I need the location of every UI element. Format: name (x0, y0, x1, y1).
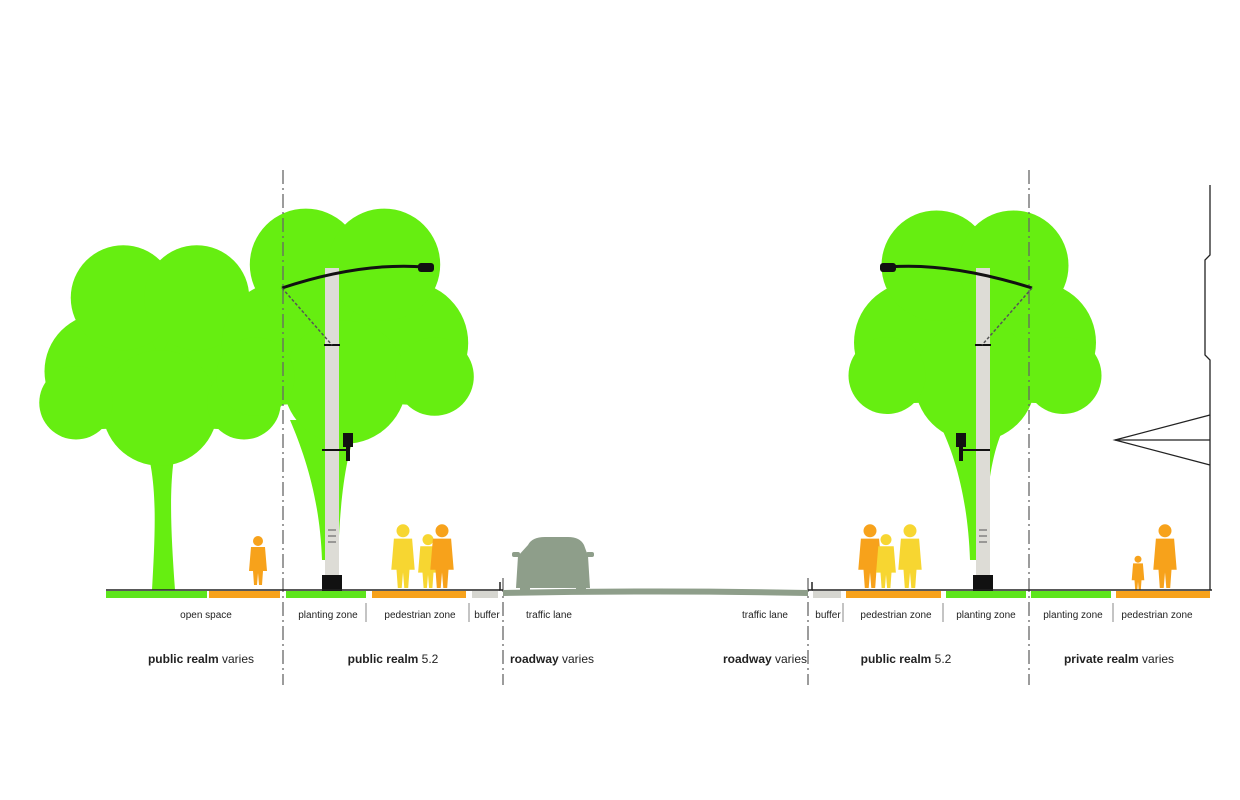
zone-bars (106, 591, 1210, 598)
realm-label: public realm 5.2 (860, 652, 952, 666)
ground-line (106, 582, 1212, 596)
zone-label: buffer (815, 610, 841, 621)
zone-label: pedestrian zone (384, 610, 456, 621)
pedestrian-icon (249, 536, 267, 585)
realm-label: roadway varies (509, 652, 595, 666)
realm-label: public realm varies (147, 652, 255, 666)
pedestrian-group-left (391, 524, 454, 588)
realm-label: private realm varies (1063, 652, 1175, 666)
roadway-surface (503, 588, 808, 596)
zone-label: planting zone (298, 610, 358, 621)
realm-label: public realm 5.2 (347, 652, 439, 666)
pedestrian-group-right (858, 524, 922, 588)
zone-label: pedestrian zone (1121, 610, 1193, 621)
zone-label: traffic lane (526, 610, 572, 621)
zone-label: buffer (474, 610, 500, 621)
zone-label: pedestrian zone (860, 610, 932, 621)
street-light-icon (880, 263, 1033, 591)
zone-label: open space (180, 610, 232, 621)
building-facade-icon (1112, 185, 1211, 590)
zone-separators (365, 603, 1114, 622)
zone-label: traffic lane (742, 610, 788, 621)
tree-right (848, 210, 1102, 560)
zone-label: planting zone (1043, 610, 1103, 621)
pedestrian-family-private (1131, 524, 1177, 590)
street-light-icon (281, 263, 434, 591)
realm-label: roadway varies (722, 652, 808, 666)
car-icon (512, 537, 594, 591)
tree-left-near (216, 208, 474, 560)
zone-label: planting zone (956, 610, 1016, 621)
tree-left-far (39, 245, 281, 590)
realm-divider-lines (282, 170, 1030, 685)
